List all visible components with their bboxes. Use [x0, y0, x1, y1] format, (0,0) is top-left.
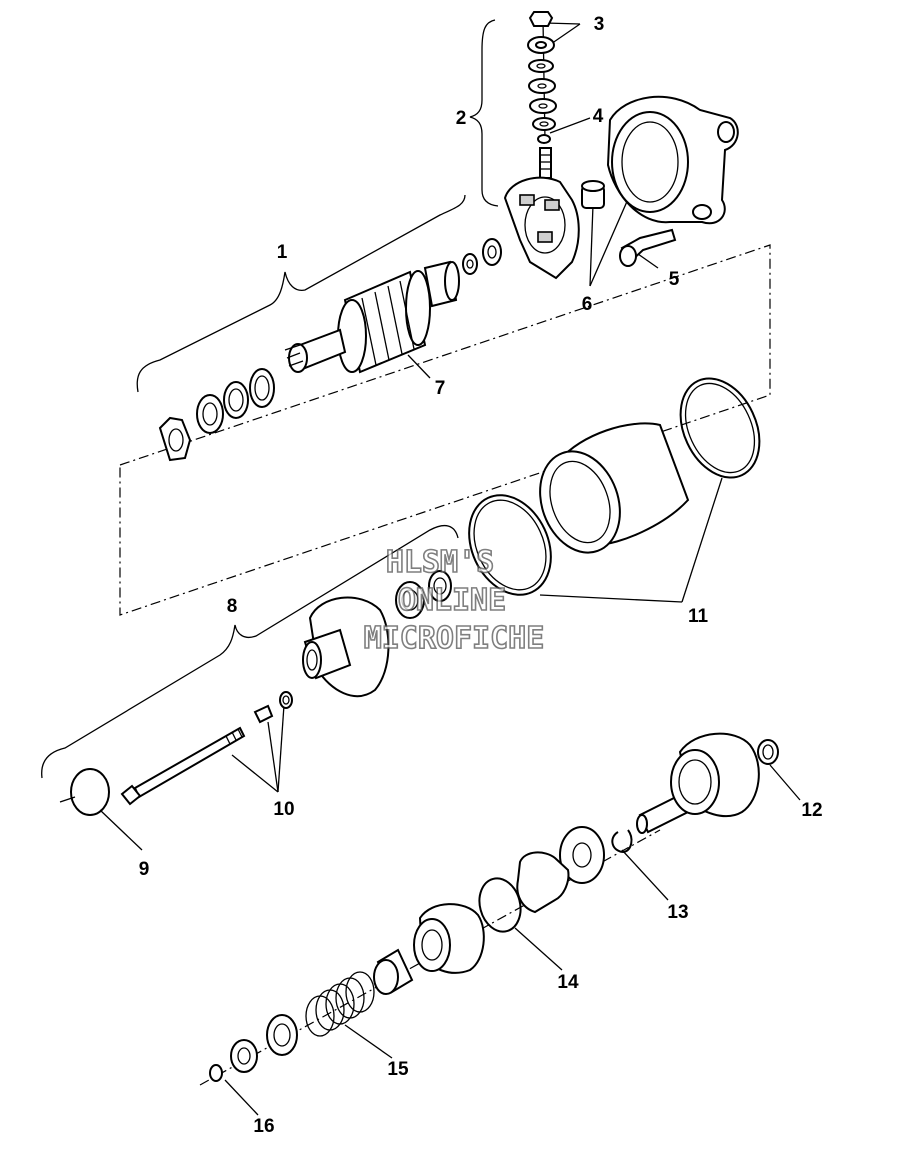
- label-part-12: 12: [801, 800, 822, 821]
- label-part-8: 8: [227, 596, 238, 617]
- part-labels: 1 2 3 4 5 6 7 8 9 10 11 12 13 14 15 16: [139, 14, 823, 1137]
- label-part-9: 9: [139, 859, 150, 880]
- label-part-2: 2: [456, 108, 467, 129]
- label-part-14: 14: [557, 972, 579, 993]
- leader-lines: [99, 22, 801, 1116]
- watermark: HLSM'S ONLINE MICROFICHE: [363, 544, 545, 657]
- label-part-5: 5: [669, 269, 680, 290]
- watermark-line-2: ONLINE: [398, 583, 506, 618]
- bushing: [581, 180, 605, 209]
- label-part-15: 15: [387, 1059, 409, 1080]
- o-ring-9: [59, 768, 110, 816]
- watermark-line-1: HLSM'S: [386, 545, 494, 580]
- cover-bolt: [619, 228, 677, 267]
- front-bracket: [302, 570, 452, 697]
- terminal-stack: [527, 11, 557, 179]
- brush-plate: [503, 176, 580, 280]
- label-part-11: 11: [688, 606, 709, 627]
- armature-group: [158, 238, 502, 462]
- watermark-line-3: MICROFICHE: [364, 621, 545, 656]
- bracket-group-8: [41, 524, 459, 779]
- label-part-6: 6: [582, 294, 593, 315]
- label-part-16: 16: [253, 1116, 274, 1137]
- label-part-1: 1: [277, 242, 288, 263]
- rear-end-cover: [606, 95, 739, 225]
- bracket-group-2: [469, 19, 499, 207]
- bracket-group-1: [136, 194, 466, 393]
- label-part-10: 10: [273, 799, 294, 820]
- label-part-4: 4: [593, 106, 604, 127]
- label-part-7: 7: [435, 378, 446, 399]
- label-part-13: 13: [667, 902, 688, 923]
- yoke-assembly: [468, 377, 761, 596]
- drive-train: [199, 732, 779, 1086]
- label-part-3: 3: [594, 14, 605, 35]
- through-bolt: [120, 691, 293, 806]
